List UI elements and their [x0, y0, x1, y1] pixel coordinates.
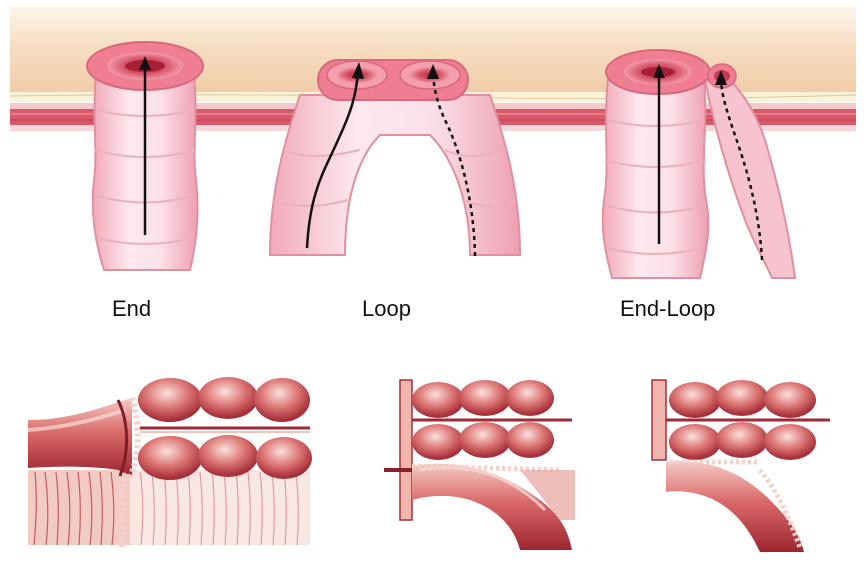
- caption-end-loop: End-Loop: [620, 296, 715, 322]
- caption-loop: Loop: [362, 296, 411, 322]
- end-loop-colostomy-illustration: [652, 380, 830, 552]
- end-stoma-illustration: [87, 42, 203, 270]
- loop-colostomy-illustration: [384, 380, 575, 550]
- end-colostomy-illustration: [28, 377, 312, 548]
- caption-end: End: [112, 296, 151, 322]
